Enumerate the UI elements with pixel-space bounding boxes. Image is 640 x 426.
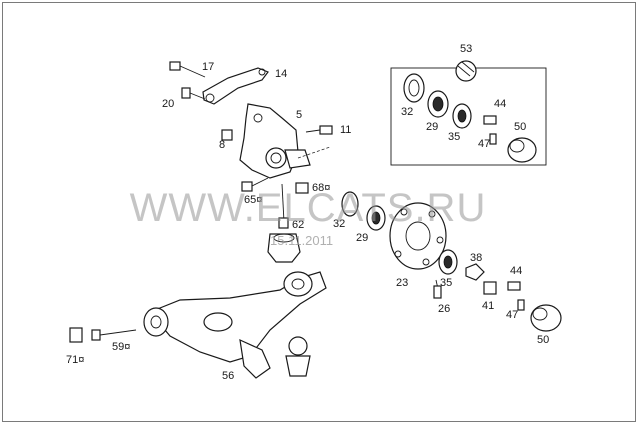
- part-47-washer[interactable]: [517, 299, 525, 311]
- callout-41: 41: [482, 300, 494, 312]
- part-71-nut[interactable]: [69, 327, 83, 343]
- callout-44-inset: 44: [494, 98, 506, 110]
- callout-53: 53: [460, 43, 472, 55]
- callout-71: 71¤: [66, 354, 84, 366]
- part-5-steering-knuckle[interactable]: [239, 103, 331, 179]
- watermark-date: 15.11.2011: [270, 233, 334, 248]
- part-14-upper-link[interactable]: [202, 67, 269, 105]
- callout-11: 11: [340, 124, 351, 136]
- part-38-washer[interactable]: [465, 263, 485, 281]
- part-50-cap[interactable]: [530, 304, 562, 332]
- callout-47-inset: 47: [478, 138, 490, 150]
- callout-5: 5: [296, 109, 302, 121]
- part-32-seal-inset[interactable]: [403, 73, 425, 103]
- part-11-bolt[interactable]: [305, 125, 333, 135]
- part-29-bearing-inset[interactable]: [427, 90, 449, 118]
- part-20-nut[interactable]: [181, 87, 206, 100]
- part-29-bearing[interactable]: [366, 205, 386, 231]
- part-8-nut[interactable]: [221, 129, 233, 141]
- part-26-stud[interactable]: [433, 279, 442, 299]
- callout-35: 35: [440, 277, 452, 289]
- diagram-frame: [2, 2, 636, 422]
- callout-50: 50: [537, 334, 549, 346]
- lower-control-arm[interactable]: [143, 271, 327, 379]
- callout-50-inset: 50: [514, 121, 526, 133]
- callout-32: 32: [333, 218, 345, 230]
- callout-29-inset: 29: [426, 121, 438, 133]
- callout-65: 65¤: [244, 194, 262, 206]
- part-35-bearing[interactable]: [438, 249, 458, 275]
- part-44-bolt-inset[interactable]: [483, 115, 497, 125]
- part-23-wheel-hub[interactable]: [389, 202, 447, 270]
- callout-17: 17: [202, 61, 214, 73]
- callout-56: 56: [222, 370, 234, 382]
- callout-59: 59¤: [112, 341, 130, 353]
- callout-44: 44: [510, 265, 522, 277]
- part-47-washer-inset[interactable]: [489, 133, 497, 145]
- part-53-wrench[interactable]: [455, 60, 477, 82]
- callout-20: 20: [162, 98, 174, 110]
- part-35-bearing-inset[interactable]: [452, 103, 472, 129]
- part-41-nut[interactable]: [483, 281, 497, 295]
- part-59-bolt[interactable]: [91, 329, 137, 341]
- watermark-site: WWW.ELCATS.RU: [129, 186, 487, 230]
- part-32-seal[interactable]: [341, 191, 359, 217]
- callout-47: 47: [506, 309, 518, 321]
- callout-35-inset: 35: [448, 131, 460, 143]
- callout-68: 68¤: [312, 182, 330, 194]
- callout-62: 62: [292, 219, 304, 231]
- part-44-bolt[interactable]: [507, 281, 521, 291]
- callout-8: 8: [219, 139, 225, 151]
- part-68-nut[interactable]: [295, 182, 309, 194]
- part-50-cap-inset[interactable]: [507, 137, 537, 163]
- ball-joint-upper[interactable]: [267, 233, 301, 263]
- callout-38: 38: [470, 252, 482, 264]
- callout-26: 26: [438, 303, 450, 315]
- part-17-bolt[interactable]: [169, 61, 206, 78]
- part-62-pin[interactable]: [278, 183, 289, 229]
- part-65-bolt[interactable]: [241, 177, 269, 192]
- callout-32-inset: 32: [401, 106, 413, 118]
- callout-29: 29: [356, 232, 368, 244]
- ball-joint-lower[interactable]: [285, 336, 311, 377]
- callout-14: 14: [275, 68, 287, 80]
- callout-23: 23: [396, 277, 408, 289]
